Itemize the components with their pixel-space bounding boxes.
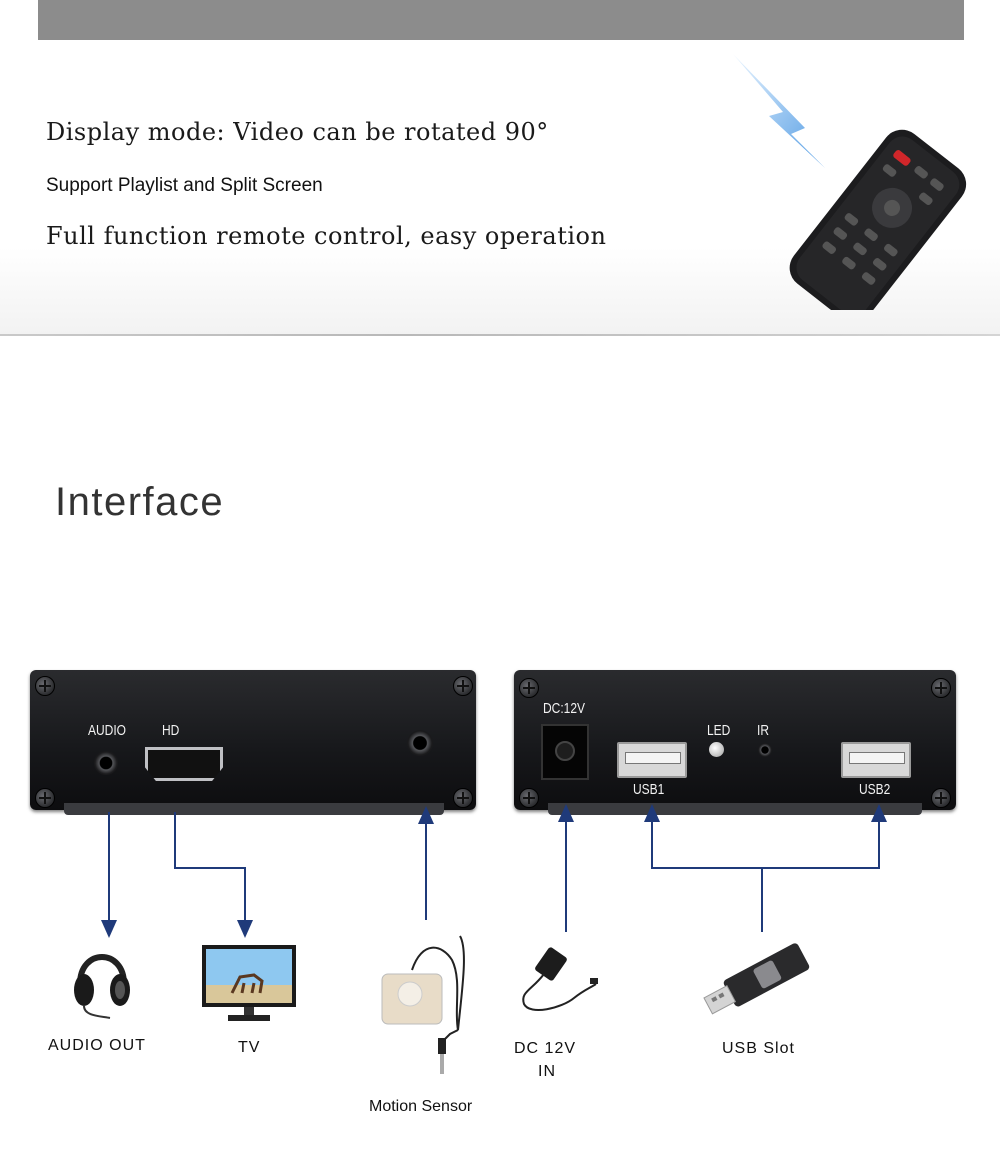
usb2-port bbox=[841, 742, 911, 778]
usb1-port bbox=[617, 742, 687, 778]
player-panel-left bbox=[30, 670, 476, 810]
motion-sensor-label: Motion Sensor bbox=[369, 1098, 473, 1115]
tv-monitor-icon bbox=[202, 945, 296, 1021]
usb2-port-label: USB2 bbox=[859, 781, 891, 798]
tv-connector bbox=[174, 812, 253, 938]
section-title: Interface bbox=[55, 480, 225, 524]
feature-rotation-text: Display mode: Video can be rotated 90° bbox=[46, 118, 549, 146]
usb-slot-label: USB Slot bbox=[722, 1040, 795, 1057]
hd-port-label: HD bbox=[162, 722, 180, 739]
screw-icon bbox=[519, 788, 539, 808]
screw-icon bbox=[35, 788, 55, 808]
remote-control-icon bbox=[733, 54, 967, 310]
tv-label: TV bbox=[238, 1039, 261, 1056]
headphones-icon bbox=[74, 954, 130, 1019]
led-indicator bbox=[709, 742, 724, 757]
dc-port-label: DC:12V bbox=[543, 700, 586, 717]
led-label: LED bbox=[707, 722, 731, 739]
screw-icon bbox=[35, 676, 55, 696]
audio-out-label: AUDIO OUT bbox=[48, 1037, 146, 1054]
screw-icon bbox=[453, 676, 473, 696]
screw-icon bbox=[453, 788, 473, 808]
section-divider bbox=[0, 334, 1000, 336]
hdmi-port bbox=[145, 747, 223, 781]
dc-power-jack bbox=[541, 724, 589, 780]
usb2-connector bbox=[762, 804, 887, 869]
audio-jack-port bbox=[94, 751, 118, 775]
screw-icon bbox=[931, 788, 951, 808]
feature-remote-text: Full function remote control, easy opera… bbox=[46, 222, 607, 250]
player-base-right bbox=[548, 803, 922, 815]
ir-receiver bbox=[758, 743, 772, 757]
usb-flash-drive-icon bbox=[703, 943, 810, 1015]
sensor-jack-port bbox=[407, 730, 433, 756]
usb1-port-label: USB1 bbox=[633, 781, 665, 798]
audio-port-label: AUDIO bbox=[88, 722, 127, 739]
ir-label: IR bbox=[757, 722, 769, 739]
usb1-connector bbox=[644, 804, 763, 932]
power-adapter-icon bbox=[522, 947, 598, 1012]
player-base-left bbox=[64, 803, 444, 815]
motion-sensor-icon bbox=[381, 935, 465, 1074]
dc-in-label-line1: DC 12V bbox=[514, 1040, 577, 1057]
dc-in-label-line2: IN bbox=[538, 1063, 556, 1080]
top-banner-bar bbox=[38, 0, 964, 40]
screw-icon bbox=[931, 678, 951, 698]
feature-playlist-text: Support Playlist and Split Screen bbox=[46, 175, 323, 196]
screw-icon bbox=[519, 678, 539, 698]
